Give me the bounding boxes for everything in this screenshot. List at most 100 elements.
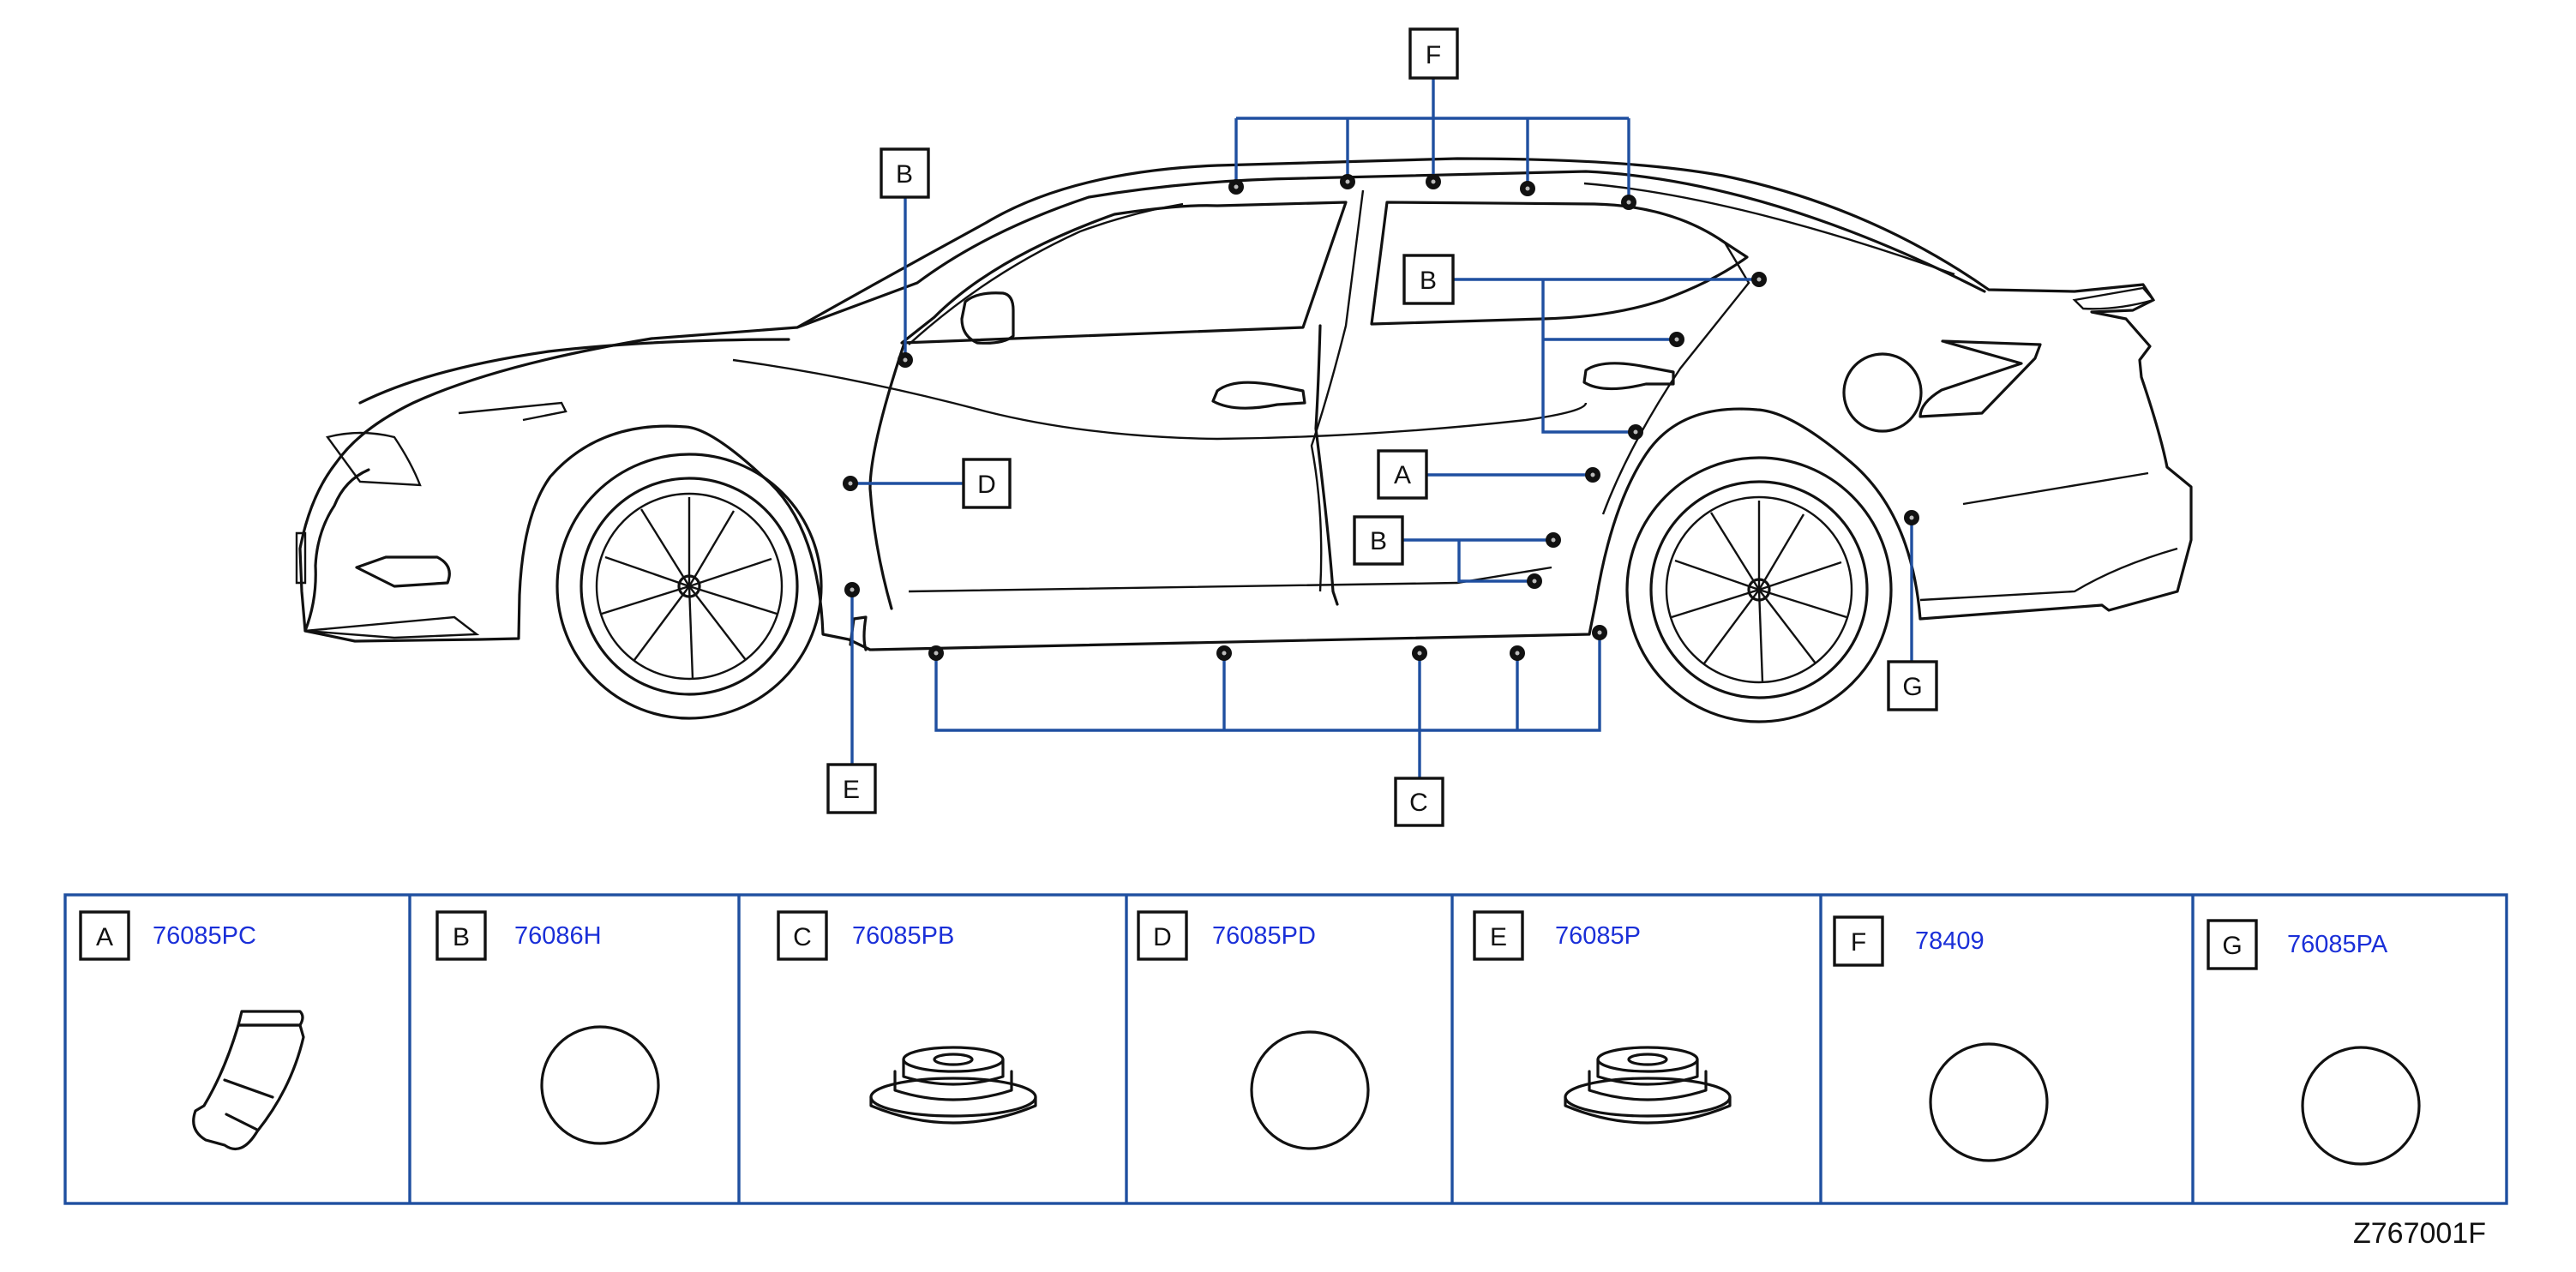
callout-a-label: A	[1394, 461, 1411, 489]
round-plug-icon	[1250, 1030, 1370, 1150]
tail-light	[1918, 339, 2042, 418]
plug-hole-dot	[1628, 424, 1643, 440]
leader-lines	[850, 79, 1913, 778]
plug-hole-dot	[1228, 179, 1244, 195]
plug-hole-dot	[1340, 174, 1355, 189]
plug-hole-dot	[1751, 272, 1767, 287]
plug-hole-dot	[844, 582, 860, 597]
parts-table: A 76085PC B 76086H C 76085PB	[63, 893, 2508, 1205]
front-bumper	[303, 468, 370, 633]
rear-window	[1370, 201, 1749, 326]
parts-cell-letter: E	[1490, 923, 1507, 951]
callout-b-lower[interactable]: B	[1353, 515, 1404, 566]
sill-panel	[849, 615, 868, 651]
leader-f	[1234, 79, 1630, 202]
car-body-outline	[298, 157, 2193, 651]
plug-hole-dot	[1527, 573, 1542, 589]
plug-hole-dot	[1585, 467, 1600, 483]
plug-hole-dot	[1904, 510, 1919, 525]
callout-g-label: G	[1902, 673, 1922, 701]
plug-hole-markers	[843, 174, 1919, 661]
stepped-plug-icon	[869, 1046, 1037, 1125]
parts-cell-letter: C	[793, 923, 812, 951]
hood-line	[358, 338, 790, 405]
front-head-light	[325, 431, 422, 487]
callout-d-label: D	[977, 471, 996, 499]
front-window	[900, 201, 1348, 345]
rear-wheel	[1625, 456, 1893, 723]
parts-cell-c[interactable]: C 76085PB	[777, 910, 1037, 1125]
fuel-door	[1842, 352, 1923, 433]
parts-cell-d[interactable]: D 76085PD	[1137, 910, 1370, 1150]
hood-crease	[458, 401, 567, 422]
part-number: 76086H	[514, 922, 602, 950]
door-crease	[732, 358, 1588, 441]
part-number: 76085PD	[1212, 922, 1316, 950]
leader-c	[934, 633, 1601, 778]
roof-line	[796, 170, 1986, 329]
plug-hole-dot	[1426, 174, 1441, 189]
rear-door-edge	[1314, 324, 1339, 606]
front-door-handle	[1211, 381, 1306, 410]
front-wheel	[555, 453, 823, 720]
callout-f-label: F	[1426, 41, 1441, 69]
plug-hole-dot	[1510, 645, 1525, 661]
parts-cell-letter: B	[453, 923, 470, 951]
parts-cell-e[interactable]: E 76085P	[1473, 910, 1732, 1125]
leader-b-lower	[1402, 538, 1553, 583]
rear-lower-line	[1919, 547, 2178, 602]
callout-b-rear-label: B	[1420, 267, 1437, 295]
parts-cell-a[interactable]: A 76085PC	[79, 910, 305, 1150]
rear-door-handle	[1582, 362, 1675, 391]
plug-hole-dot	[1669, 332, 1684, 347]
round-plug-icon	[1929, 1042, 2049, 1162]
windshield-inner	[908, 202, 1184, 345]
callout-e[interactable]: E	[826, 763, 877, 814]
stepped-plug-icon	[1564, 1046, 1732, 1125]
callout-b-top[interactable]: B	[880, 147, 930, 199]
part-number: 76085PA	[2287, 931, 2388, 958]
parts-cell-g[interactable]: G 76085PA	[2207, 919, 2421, 1166]
leader-b-rear	[1454, 278, 1759, 434]
callout-g[interactable]: G	[1887, 660, 1938, 711]
part-number: 78409	[1915, 927, 1985, 955]
rocker-line	[908, 566, 1552, 593]
callout-d[interactable]: D	[962, 458, 1012, 509]
round-plug-icon	[540, 1025, 660, 1145]
push-clip-icon	[192, 1010, 305, 1150]
plug-hole-dot	[1621, 195, 1636, 210]
parts-cell-letter: D	[1153, 923, 1172, 951]
diagram-code: Z767001F	[2353, 1217, 2486, 1250]
rear-roof-line	[1583, 182, 1955, 276]
round-plug-icon	[2301, 1046, 2421, 1166]
callout-e-label: E	[843, 776, 860, 804]
b-pillar	[1310, 189, 1365, 592]
parts-cell-f[interactable]: F 78409	[1833, 915, 2049, 1162]
side-mirror	[960, 291, 1015, 345]
plug-hole-dot	[1520, 181, 1535, 196]
callout-b-rear[interactable]: B	[1402, 254, 1455, 305]
parts-cell-letter: F	[1851, 928, 1866, 957]
parts-cell-b[interactable]: B 76086H	[435, 910, 660, 1145]
callout-a[interactable]: A	[1377, 449, 1428, 500]
parts-cell-letter: A	[96, 923, 113, 951]
rear-spoiler	[2072, 286, 2156, 310]
plug-hole-dot	[1216, 645, 1232, 661]
part-number: 76085P	[1555, 922, 1641, 950]
callout-f[interactable]: F	[1408, 27, 1459, 80]
rear-bumper-line	[1962, 471, 2149, 506]
front-grille-edge	[295, 531, 307, 585]
callout-c[interactable]: C	[1394, 777, 1444, 827]
plug-hole-dot	[1412, 645, 1427, 661]
parts-table-frame	[63, 893, 2508, 1205]
part-number: 76085PC	[153, 922, 256, 950]
front-lower-vent	[304, 615, 480, 639]
parts-cell-letter: G	[2222, 932, 2242, 960]
callout-c-label: C	[1409, 789, 1428, 817]
plug-hole-dot	[1592, 625, 1607, 640]
plug-hole-dot	[898, 352, 913, 368]
front-door-edge	[868, 341, 906, 610]
callout-b-top-label: B	[896, 160, 913, 189]
front-fog-lamp	[355, 555, 451, 588]
